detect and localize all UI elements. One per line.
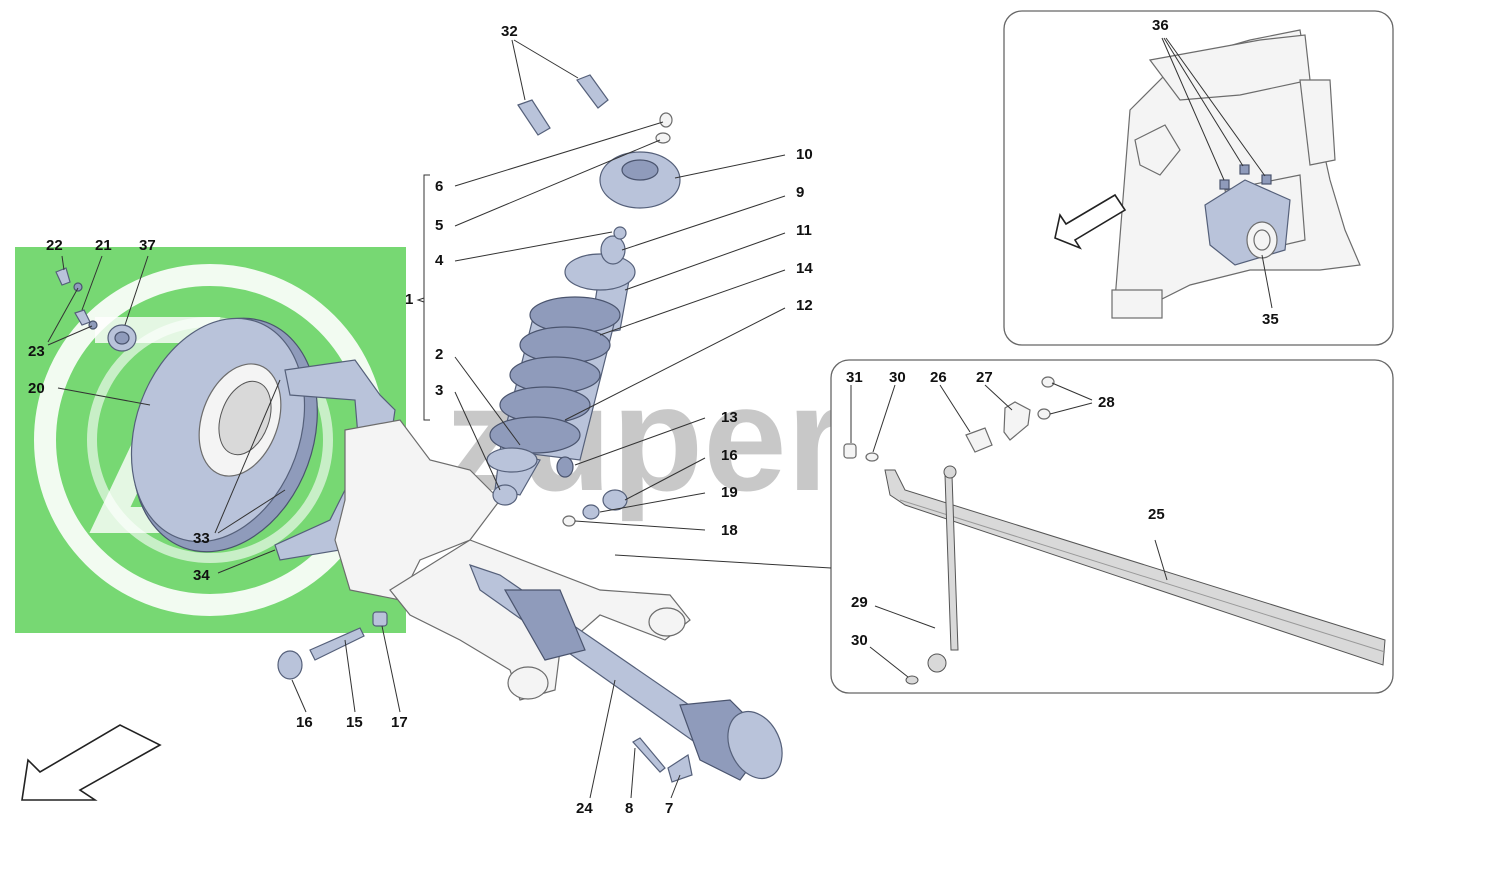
- callout-24: 24: [576, 800, 593, 817]
- shock-absorber-assembly: [486, 226, 636, 506]
- callout-13: 13: [721, 409, 738, 426]
- callout-36: 36: [1152, 17, 1169, 34]
- callout-30-top: 30: [889, 369, 906, 386]
- callout-2: 2: [435, 346, 443, 363]
- drive-shaft: [468, 564, 783, 781]
- callout-20: 20: [28, 380, 45, 397]
- callout-14: 14: [796, 260, 813, 277]
- callout-31: 31: [846, 369, 863, 386]
- callout-29: 29: [851, 594, 868, 611]
- callout-27: 27: [976, 369, 993, 386]
- callout-26: 26: [930, 369, 947, 386]
- callout-30-bottom: 30: [851, 632, 868, 649]
- callout-7: 7: [665, 800, 673, 817]
- callout-28: 28: [1098, 394, 1115, 411]
- callout-18: 18: [721, 522, 738, 539]
- callout-32: 32: [501, 23, 518, 40]
- callout-1: 1: [405, 291, 413, 308]
- callout-33: 33: [193, 530, 210, 547]
- callout-3: 3: [435, 382, 443, 399]
- callout-23: 23: [28, 343, 45, 360]
- brake-disc: [130, 317, 318, 553]
- callout-5: 5: [435, 217, 443, 234]
- callout-34: 34: [193, 567, 210, 584]
- inset-panel-stabilizer: [614, 359, 1394, 694]
- callout-16-shock: 16: [721, 447, 738, 464]
- callout-6: 6: [435, 178, 443, 195]
- callout-17: 17: [391, 714, 408, 731]
- callout-12: 12: [796, 297, 813, 314]
- callout-10: 10: [796, 146, 813, 163]
- inset-panel-mounting: [1003, 10, 1394, 346]
- callout-25: 25: [1148, 506, 1165, 523]
- bolt-upper-2: [517, 99, 551, 136]
- callout-9: 9: [796, 184, 804, 201]
- direction-arrow-icon: [21, 724, 162, 801]
- bolt-upper-1: [576, 74, 609, 109]
- direction-arrow-icon: [1054, 193, 1127, 250]
- callout-4: 4: [435, 252, 444, 269]
- callout-21: 21: [95, 237, 112, 254]
- callout-16-knuckle: 16: [296, 714, 313, 731]
- callout-15: 15: [346, 714, 363, 731]
- callout-8: 8: [625, 800, 633, 817]
- callout-19: 19: [721, 484, 738, 501]
- callout-37: 37: [139, 237, 156, 254]
- callout-22: 22: [46, 237, 63, 254]
- callout-35: 35: [1262, 311, 1279, 328]
- callout-11: 11: [796, 222, 812, 239]
- hub-carrier: [334, 419, 501, 601]
